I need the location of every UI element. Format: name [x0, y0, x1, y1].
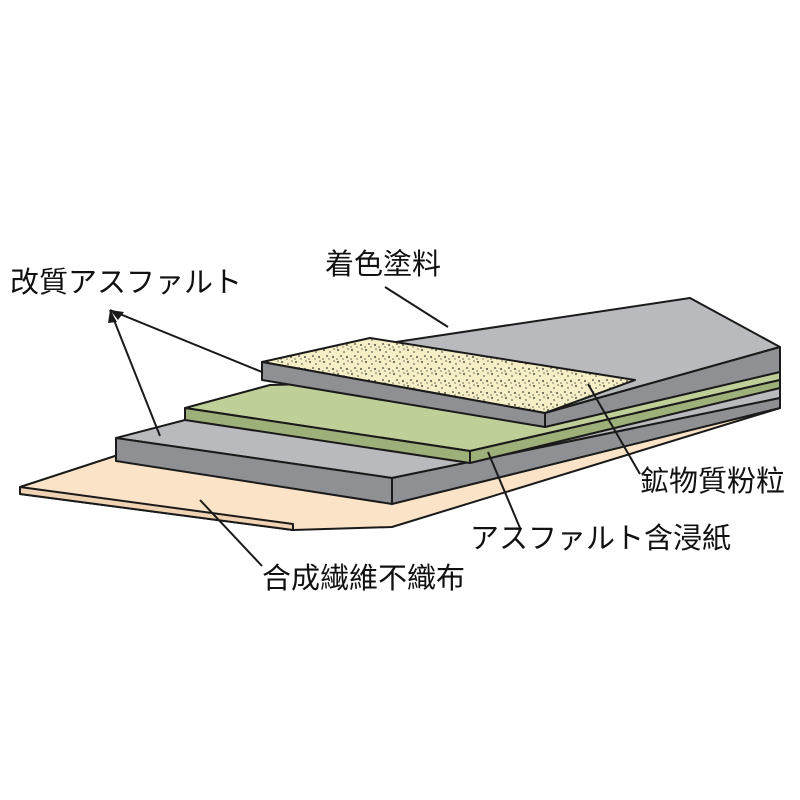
leader-mineral-granules: [587, 383, 641, 475]
leader-synthetic-nonwoven: [199, 499, 263, 567]
paper-side: [469, 379, 781, 464]
leader-modified-asphalt-upper: [109, 309, 263, 373]
label-asphalt-impregnated-paper: アスファルト含浸紙: [470, 521, 731, 555]
nonwoven-sheet-front-edge: [19, 486, 294, 531]
arrowhead-upper: [110, 310, 124, 320]
layer-modified-asphalt-upper: [261, 297, 781, 428]
label-mineral-granules: 鉱物質粉粒: [640, 464, 785, 498]
label-modified-asphalt: 改質アスファルト: [10, 265, 242, 299]
leader-coloring-paint: [384, 286, 449, 328]
lower-asphalt-side: [391, 397, 781, 505]
upper-asphalt-side: [544, 346, 781, 428]
label-coloring-paint: 着色塗料: [325, 247, 441, 281]
leader-modified-asphalt-lower: [109, 309, 161, 437]
leader-lines: [108, 286, 641, 567]
label-synthetic-nonwoven: 合成繊維不織布: [262, 561, 465, 595]
arrowhead-lower: [108, 310, 117, 323]
leader-asphalt-paper: [487, 451, 521, 529]
